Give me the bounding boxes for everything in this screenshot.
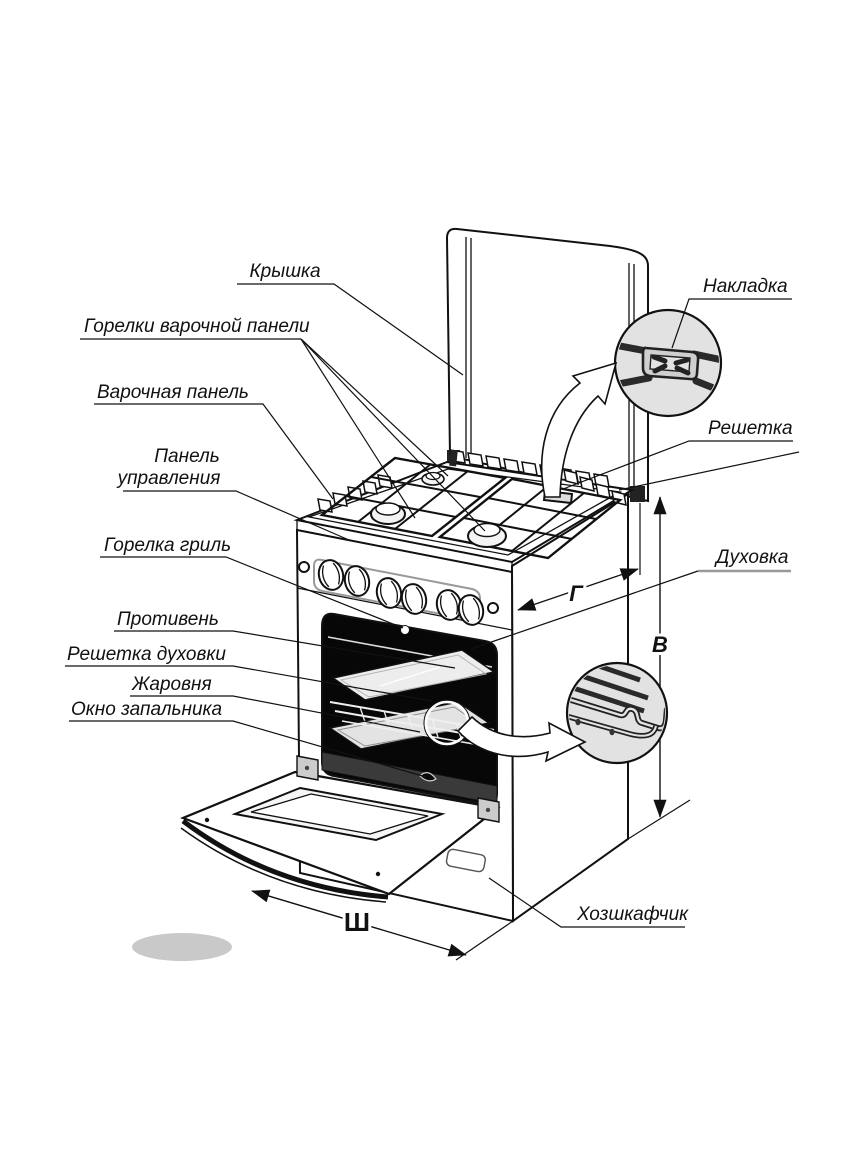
dim-letter-depth: Г: [569, 581, 584, 606]
door-screw-right: [375, 871, 381, 877]
height-ext-top: [618, 451, 800, 491]
right-grate: [437, 477, 623, 560]
knob-3[interactable]: [374, 576, 405, 611]
label-baking-tray: Противень: [117, 609, 219, 630]
label-hob-burners: Горелки варочной панели: [84, 316, 310, 337]
label-trim-plate: Накладка: [703, 276, 788, 297]
igniter-button-right[interactable]: [487, 602, 499, 614]
oven-cavity: [321, 612, 498, 806]
rack-rivet-2: [609, 728, 615, 736]
dim-width-line: [251, 889, 467, 957]
label-lid: Крышка: [249, 261, 320, 282]
storage-compartment-front: [445, 848, 487, 873]
label-roasting-pan: Жаровня: [131, 674, 212, 695]
callout-lines: [65, 283, 793, 928]
door-window-inner: [250, 793, 429, 835]
knob-1[interactable]: [316, 558, 347, 593]
left-grate: [319, 456, 508, 538]
rack-rivet-1: [575, 718, 581, 726]
dimension-lines: [251, 451, 800, 961]
label-igniter-window: Окно запальника: [71, 699, 222, 720]
label-grate: Решетка: [708, 418, 793, 439]
burner-cap-front-right: [467, 522, 507, 548]
detail-circle-burner-trim: [613, 308, 723, 418]
zoom-arrow-to-rack-circle: [456, 715, 587, 763]
cooktop-details: [317, 430, 627, 560]
label-hob: Варочная панель: [97, 382, 249, 403]
door-screw-left: [204, 817, 210, 823]
label-storage-compartment: Хозшкафчик: [576, 904, 689, 925]
label-control-panel-line2: управления: [116, 468, 221, 489]
labels: Крышка Горелки варочной панели Варочная …: [67, 261, 793, 940]
baking-tray: [331, 649, 496, 701]
grill-burner-nub: [400, 625, 410, 635]
label-oven-rack: Решетка духовки: [67, 644, 226, 665]
igniter-window: [419, 772, 437, 782]
label-grill-burner: Горелка гриль: [104, 535, 231, 556]
dim-letter-width: Ш: [344, 907, 370, 937]
knob-2[interactable]: [342, 564, 373, 599]
oven-door[interactable]: [179, 755, 501, 903]
igniter-electrode: [449, 449, 458, 467]
lid-hinge-right: [630, 486, 645, 502]
door-hinge-right: [477, 797, 500, 823]
label-oven: Духовка: [714, 547, 788, 568]
knob-6[interactable]: [456, 593, 487, 628]
igniter-button-left[interactable]: [298, 561, 310, 573]
label-control-panel-line1: Панель: [154, 446, 219, 467]
burner-cap-back-left: [421, 471, 445, 486]
control-panel: [296, 558, 513, 631]
dim-depth-line: [517, 568, 639, 611]
door-hinge-left: [296, 755, 319, 781]
zoom-arrow-to-trim-circle: [540, 361, 618, 498]
dim-letter-height: В: [652, 632, 668, 657]
knob-4[interactable]: [399, 582, 430, 617]
floor-shadow: [132, 933, 232, 961]
burner-cap-front-left: [370, 502, 406, 525]
detail-circle-oven-rack: [565, 661, 669, 765]
floor-line-ext: [627, 799, 691, 840]
